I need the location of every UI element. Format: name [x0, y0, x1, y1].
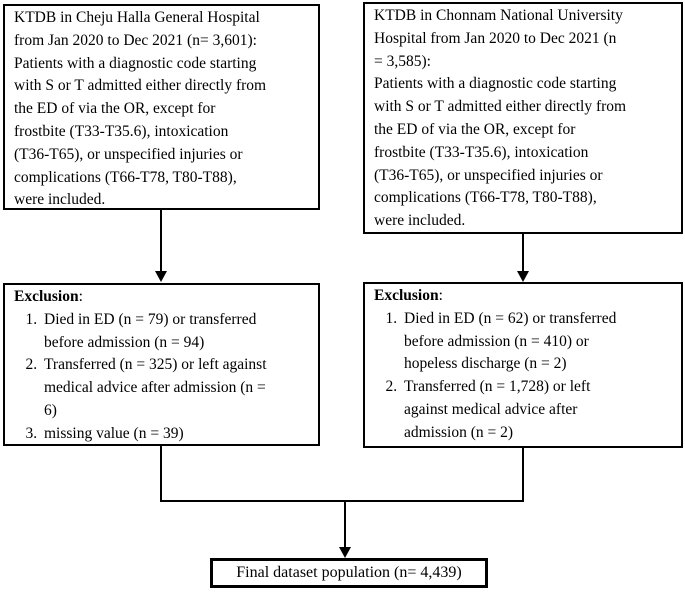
arrow-line-final: [344, 502, 346, 548]
chonnam-inclusion-text: KTDB in Chonnam National University Hosp…: [374, 7, 627, 230]
exclusion-item: Died in ED (n = 79) or transferred befor…: [41, 309, 314, 355]
cheju-exclusion-heading-bold: Exclusion: [14, 288, 79, 305]
exclusion-item: missing value (n = 39): [41, 423, 314, 446]
chonnam-exclusion-heading-bold: Exclusion: [374, 287, 439, 304]
cheju-exclusion-heading-colon: :: [78, 288, 83, 305]
arrowhead-chonnam: [517, 271, 529, 282]
cheju-inclusion-text: KTDB in Cheju Halla General Hospital fro…: [14, 9, 267, 209]
arrow-line-cheju: [160, 210, 162, 271]
exclusion-item: Transferred (n = 325) or left against me…: [41, 354, 314, 422]
box-final-population: Final dataset population (n= 4,439): [210, 558, 488, 588]
box-cheju-exclusion: Exclusion: Died in ED (n = 79) or transf…: [3, 283, 320, 446]
connector-vertical-left: [160, 446, 162, 502]
box-chonnam-inclusion: KTDB in Chonnam National University Hosp…: [363, 2, 683, 234]
chonnam-exclusion-heading: Exclusion:: [374, 285, 677, 308]
final-population-text: Final dataset population (n= 4,439): [236, 564, 462, 581]
cheju-exclusion-heading: Exclusion:: [14, 286, 314, 309]
connector-vertical-right: [522, 448, 524, 502]
exclusion-item: Transferred (n = 1,728) or left against …: [401, 376, 677, 444]
connector-horizontal: [160, 500, 524, 502]
cheju-exclusion-list: Died in ED (n = 79) or transferred befor…: [14, 309, 314, 446]
arrowhead-final: [339, 547, 351, 558]
box-chonnam-exclusion: Exclusion: Died in ED (n = 62) or transf…: [363, 282, 683, 448]
arrow-line-chonnam: [522, 234, 524, 271]
chonnam-exclusion-list: Died in ED (n = 62) or transferred befor…: [374, 308, 677, 445]
arrowhead-cheju: [155, 271, 167, 282]
exclusion-item: Died in ED (n = 62) or transferred befor…: [401, 308, 677, 376]
chonnam-exclusion-heading-colon: :: [438, 287, 443, 304]
box-cheju-inclusion: KTDB in Cheju Halla General Hospital fro…: [3, 4, 320, 210]
